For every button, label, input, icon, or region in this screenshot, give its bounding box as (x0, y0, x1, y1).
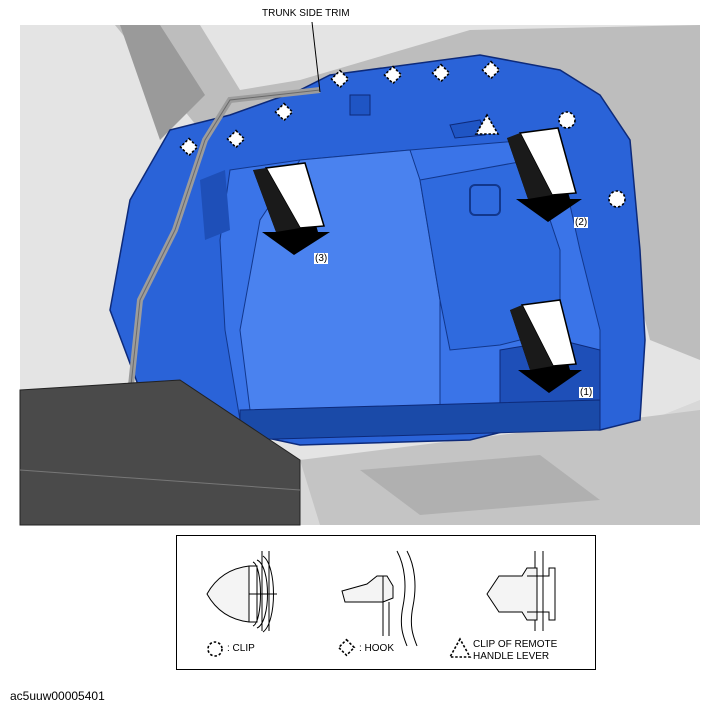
legend-hook-icon (337, 638, 356, 657)
trunk-side-trim-label: TRUNK SIDE TRIM (262, 8, 350, 19)
hook-marker (330, 69, 350, 89)
hook-markers (179, 60, 501, 157)
legend-clip-label: : CLIP (227, 643, 255, 654)
trunk-trim-illustration (19, 21, 700, 526)
remote-handle-clip-drawing (486, 551, 556, 631)
cargo-floor-board (19, 379, 301, 526)
legend-clip-icon (207, 641, 223, 657)
legend-box: : CLIP : HOOK CLIP OF REMOTE HANDLE LEVE… (176, 535, 596, 670)
remote-handle-clip-marker (474, 113, 500, 135)
step-label-2: (2) (574, 217, 589, 228)
legend-remote-clip-label-line1: CLIP OF REMOTE (473, 639, 558, 650)
hook-marker (179, 137, 199, 157)
legend-remote-clip-icon (448, 637, 472, 658)
removal-arrow-2 (507, 127, 582, 222)
legend-remote-clip-label-line2: HANDLE LEVER (473, 651, 550, 662)
hook-marker (274, 102, 294, 122)
removal-arrow-3 (253, 162, 330, 255)
hook-marker (431, 63, 451, 83)
hook-marker (226, 129, 246, 149)
callout-leader-line (311, 21, 321, 93)
legend-diagrams (206, 550, 556, 658)
clip-drawing (206, 551, 277, 633)
hook-marker (383, 65, 403, 85)
figure-id: ac5uuw00005401 (10, 689, 105, 703)
hook-marker (481, 60, 501, 80)
trunk-side-trim-panel (109, 54, 646, 446)
hook-drawing (341, 550, 418, 647)
step-label-1: (1) (579, 387, 594, 398)
legend-hook-label: : HOOK (359, 643, 395, 654)
removal-arrow-1 (510, 299, 582, 393)
step-label-3: (3) (314, 253, 329, 264)
